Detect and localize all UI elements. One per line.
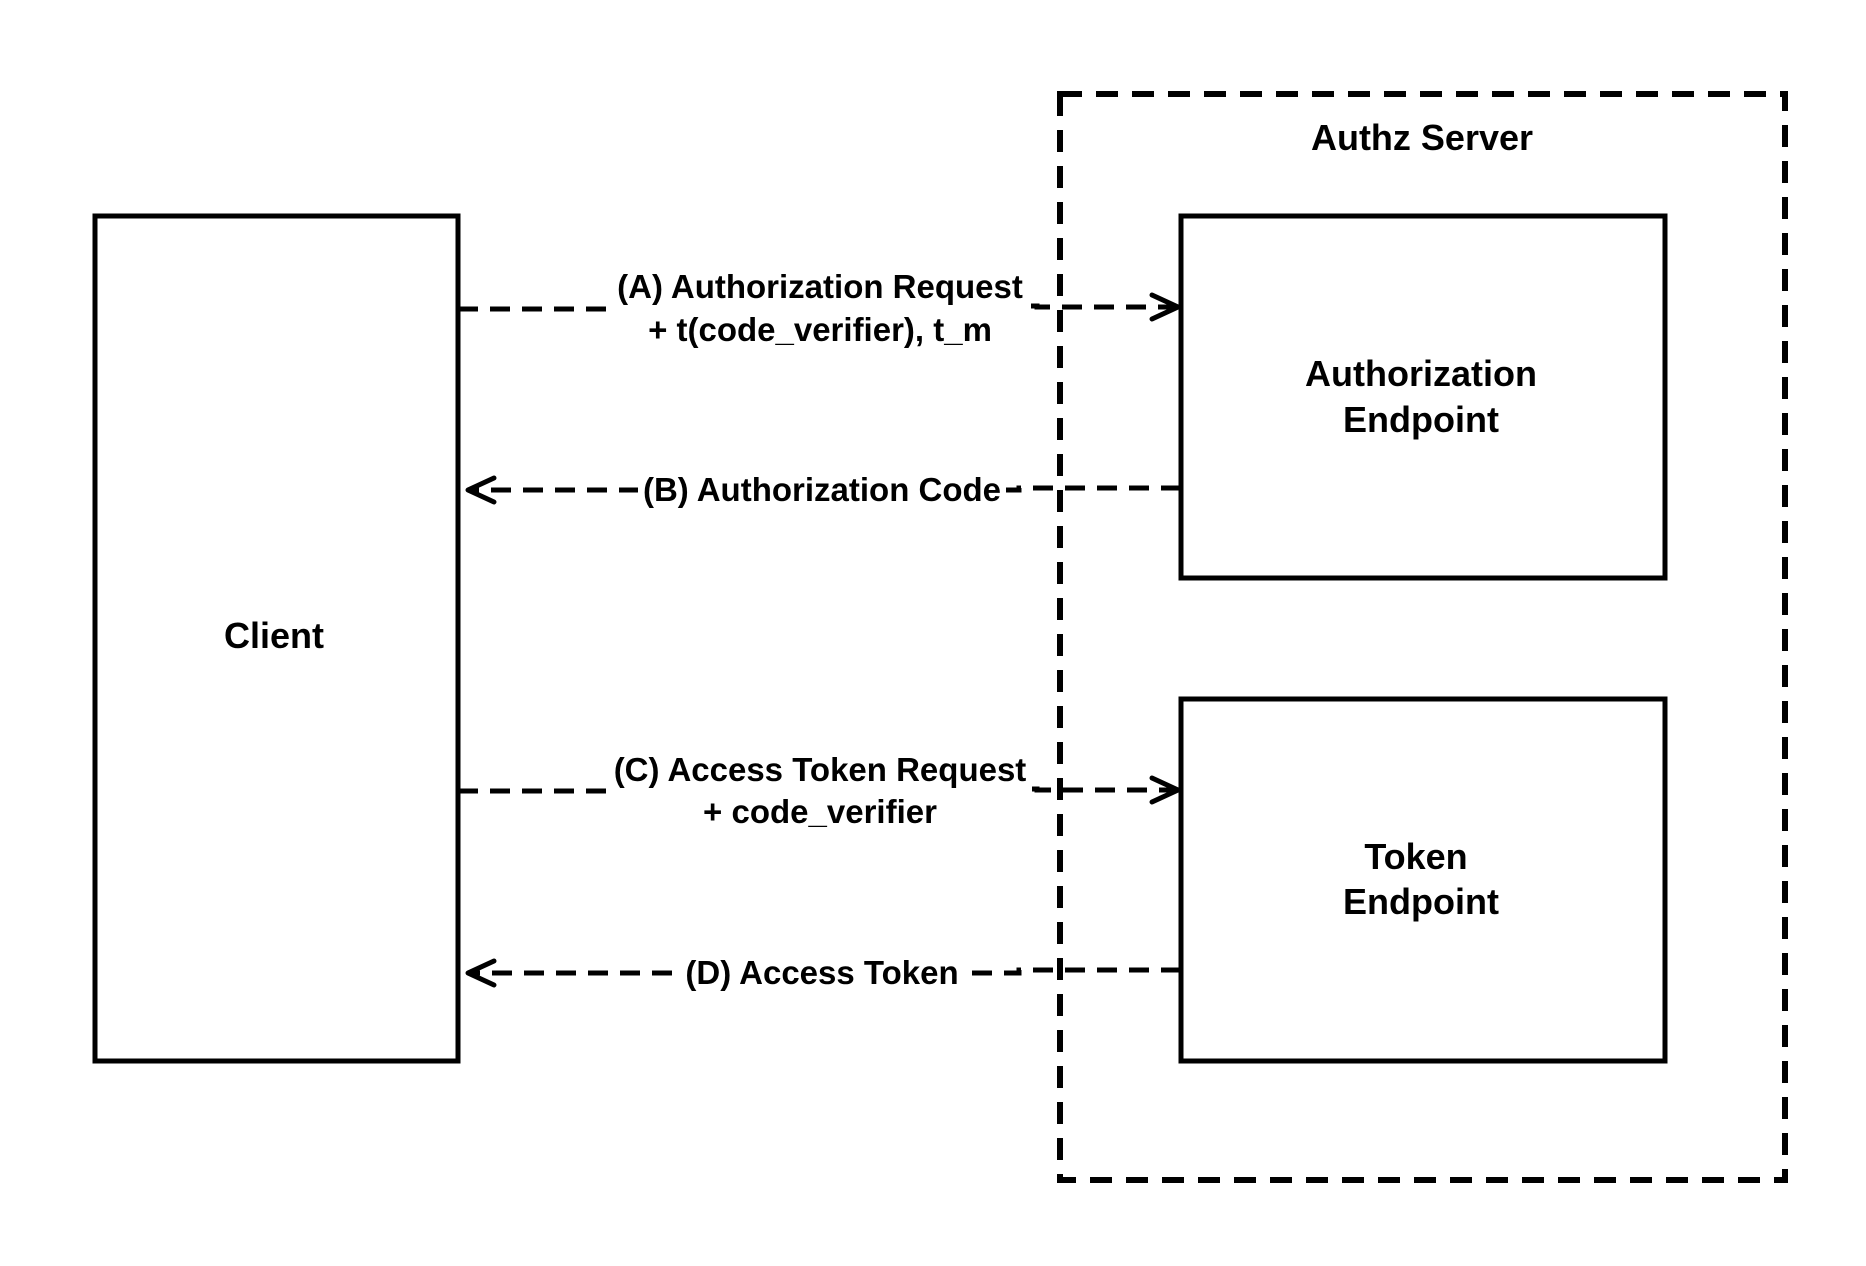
- authz-server-label: Authz Server: [1311, 117, 1533, 158]
- edge-b-arrow: [465, 475, 1181, 505]
- authorization-endpoint-label-line1: Authorization: [1305, 353, 1537, 394]
- authz-server-container: [1057, 91, 1788, 1183]
- client-label: Client: [224, 615, 324, 656]
- arrowhead-right-icon: [1149, 775, 1181, 805]
- edge-c-label-line1: (C) Access Token Request: [614, 751, 1027, 788]
- edge-a-label-line2: + t(code_verifier), t_m: [648, 311, 992, 348]
- authorization-endpoint-label-line2: Endpoint: [1343, 399, 1499, 440]
- arrowhead-right-icon: [1149, 292, 1181, 322]
- authorization-endpoint-box: [1178, 213, 1668, 581]
- arrowhead-left-icon: [465, 958, 497, 988]
- edge-c-label-line2: + code_verifier: [703, 793, 937, 830]
- client-box: [92, 213, 461, 1064]
- token-endpoint-label-line1: Token: [1364, 836, 1467, 877]
- edge-a-arrow: [458, 292, 1181, 322]
- edge-d-label: (D) Access Token: [685, 954, 958, 991]
- arrowhead-left-icon: [465, 475, 497, 505]
- token-endpoint-box: [1178, 696, 1668, 1064]
- token-endpoint-label-line2: Endpoint: [1343, 881, 1499, 922]
- edge-d-arrow: [465, 958, 1181, 988]
- edge-b-label: (B) Authorization Code: [643, 471, 1001, 508]
- edge-a-label-line1: (A) Authorization Request: [617, 268, 1023, 305]
